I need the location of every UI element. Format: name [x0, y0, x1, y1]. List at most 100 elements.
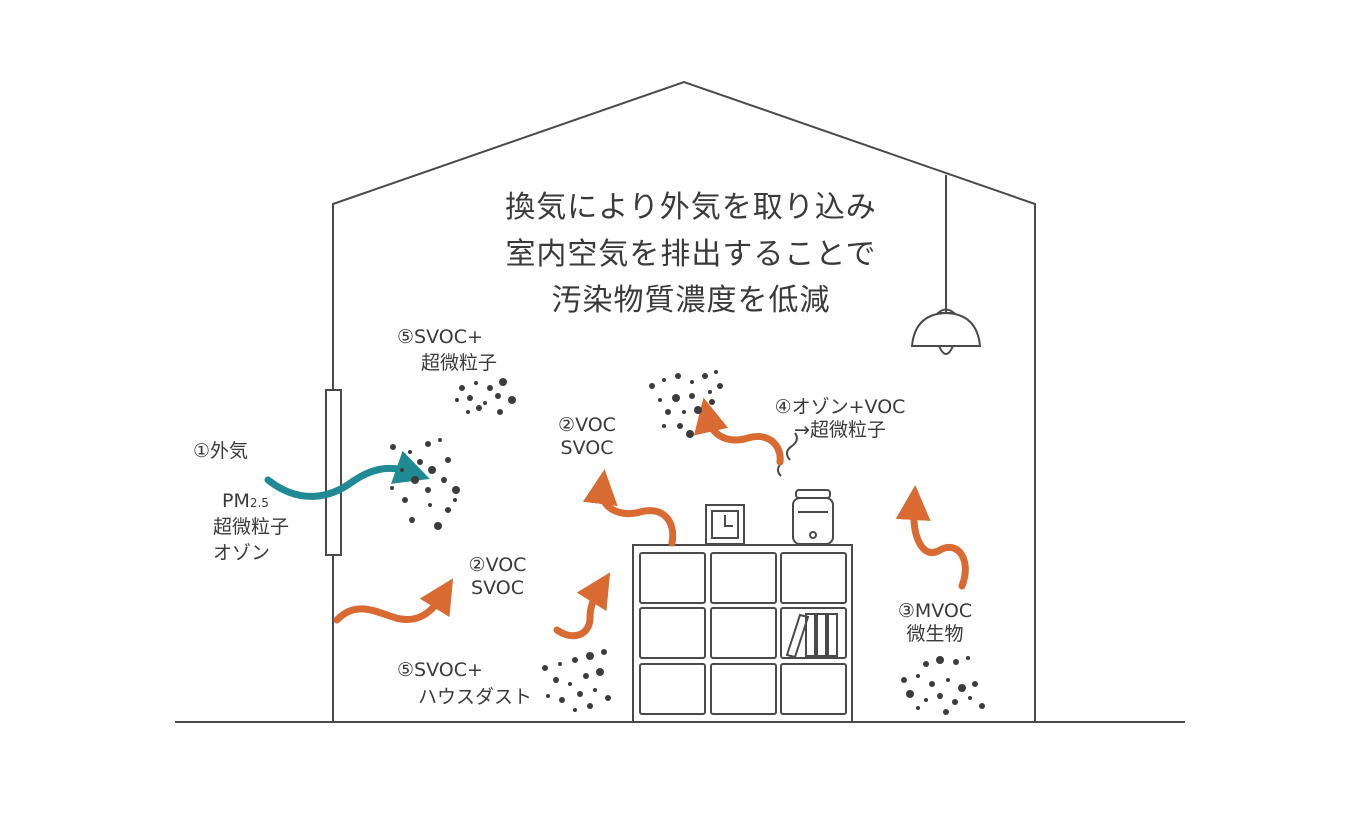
particle-dot [596, 668, 604, 676]
particle-dot [467, 395, 473, 401]
voc-shelf-arrow [582, 469, 677, 547]
label-voc-lower: ②VOC SVOC [450, 554, 545, 600]
particle-dot [929, 681, 935, 687]
particle-dot [658, 398, 662, 402]
particle-dot [568, 682, 572, 686]
particle-dot [445, 507, 451, 513]
particle-dot [675, 373, 681, 379]
particle-dot [702, 373, 708, 379]
particle-dot [916, 706, 920, 710]
particle-dot [455, 398, 459, 402]
label-outdoor: ①外気 [193, 440, 249, 462]
particle-dot [916, 674, 920, 678]
label-svoc-dust-top: ⑤SVOC+ [397, 659, 483, 681]
particle-dot [662, 378, 666, 382]
particle-dot [924, 698, 928, 702]
particle-dot [474, 381, 478, 385]
particle-dot [586, 652, 594, 660]
particle-dot [709, 399, 715, 405]
heading-line-2: 室内空気を排出することで [505, 236, 877, 272]
particle-dot [553, 677, 559, 683]
particle-dot [497, 409, 503, 415]
particle-dot [425, 487, 431, 493]
particle-dot [476, 405, 482, 411]
particle-dot [689, 393, 695, 399]
voc-lower-line-2: SVOC [471, 576, 524, 599]
particle-dot [943, 709, 949, 715]
particle-dot [495, 393, 501, 399]
particle-dot [946, 678, 950, 682]
particle-dot [968, 696, 972, 700]
particles-svoc-fine [455, 378, 516, 415]
particle-dot [665, 409, 671, 415]
particle-dot [601, 649, 607, 655]
particle-dot [417, 459, 423, 465]
particle-dot [466, 410, 470, 414]
bookshelf [632, 544, 853, 723]
particle-dot [459, 385, 465, 391]
particles-dust [542, 649, 611, 712]
particle-dot [499, 378, 507, 386]
label-svoc-fine-bottom: 超微粒子 [421, 352, 498, 374]
arrows [264, 397, 969, 640]
window [325, 389, 342, 556]
particle-dot [708, 390, 712, 394]
label-outdoor-ozone: オゾン [213, 542, 271, 564]
particle-dot [577, 691, 583, 697]
ozone-line-1: ④オゾン+VOC [774, 396, 906, 418]
particle-dot [573, 708, 577, 712]
voc-upper-line-2: SVOC [560, 436, 614, 459]
particle-dot [605, 695, 611, 701]
particle-dot [901, 677, 907, 683]
particle-dot [690, 380, 694, 384]
particle-dot [979, 703, 985, 709]
particle-dot [558, 662, 562, 666]
humidifier-ozone-arrow [693, 397, 784, 466]
mvoc-arrow [895, 485, 969, 590]
label-ozone: ④オゾン+VOC →超微粒子 [755, 396, 925, 442]
particle-dot [434, 522, 442, 530]
particle-dot [428, 503, 432, 507]
particle-dot [958, 684, 966, 692]
particle-dot [953, 659, 959, 665]
particles-mvoc [901, 656, 985, 715]
particle-dot [508, 396, 516, 404]
particle-dot [409, 517, 415, 523]
house-outline [332, 80, 1036, 722]
particle-dot [572, 657, 578, 663]
label-mvoc: ③MVOC 微生物 [885, 600, 985, 646]
mvoc-line-2: 微生物 [906, 622, 964, 645]
particle-dot [906, 690, 914, 698]
particles [390, 370, 985, 715]
svoc-dust-arrow [553, 572, 611, 640]
pm-sub: 2.5 [249, 496, 269, 510]
particle-dot [390, 444, 396, 450]
particle-dot [686, 430, 694, 438]
particle-dot [694, 406, 702, 414]
pendant-lamp-icon [910, 175, 982, 355]
humidifier-icon [777, 432, 834, 545]
particle-dot [483, 401, 487, 405]
particle-dot [542, 665, 548, 671]
heading-line-3: 汚染物質濃度を低減 [551, 283, 831, 318]
books-icon [785, 613, 838, 659]
label-svoc-dust-bottom: ハウスダスト [418, 686, 533, 708]
particle-dot [402, 497, 408, 503]
heading: 換気により外気を取り込み 室内空気を排出することで 汚染物質濃度を低減 [441, 185, 941, 325]
particle-dot [438, 438, 442, 442]
particle-dot [441, 477, 447, 483]
voc-floor-arrow [333, 578, 454, 624]
particle-dot [408, 450, 412, 454]
particle-dot [445, 457, 451, 463]
particle-dot [717, 383, 723, 389]
particle-dot [390, 486, 394, 490]
particle-dot [714, 370, 718, 374]
pm-main: PM [222, 490, 250, 512]
particle-dot [682, 410, 686, 414]
particle-dot [425, 441, 431, 447]
particle-dot [593, 688, 597, 692]
label-voc-upper: ②VOC SVOC [542, 414, 632, 460]
heading-line-1: 換気により外気を取り込み [505, 190, 877, 225]
particle-dot [972, 681, 978, 687]
